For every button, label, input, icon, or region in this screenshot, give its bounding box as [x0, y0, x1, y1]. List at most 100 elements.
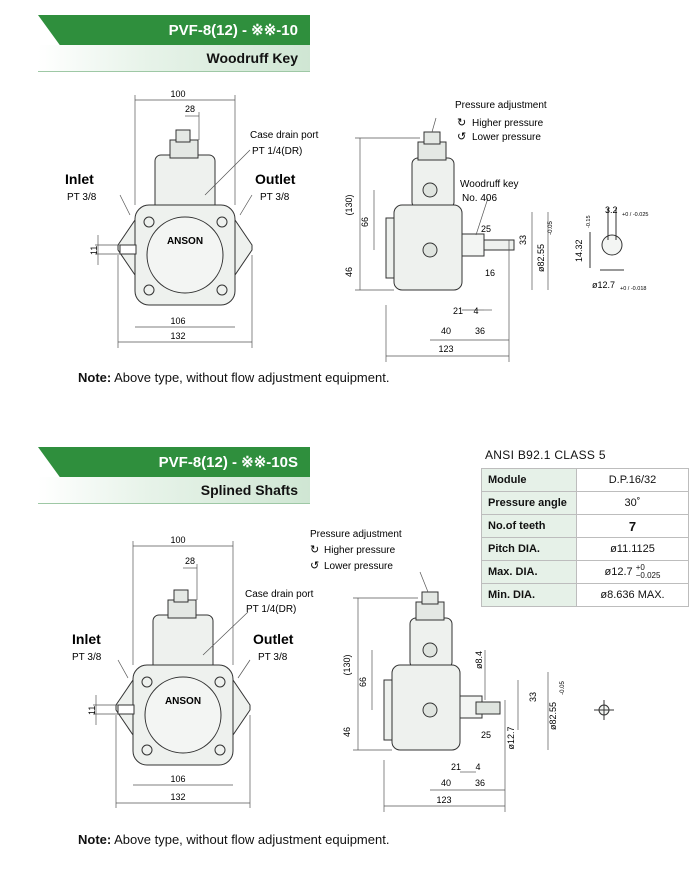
note-label: Note:	[78, 370, 112, 385]
note-text: Above type, without flow adjustment equi…	[114, 370, 390, 385]
dim-132: 132	[170, 331, 185, 341]
dim-33: 33	[518, 235, 528, 245]
spec-value-tol: ø12.7 +0 −0.025	[576, 560, 689, 584]
dim-4: 4	[473, 306, 478, 316]
higher-pressure-icon-2: ↻	[310, 544, 319, 556]
spec-row: Min. DIA. ø8.636 MAX.	[481, 583, 689, 607]
dim-100: 100	[170, 89, 185, 99]
dim-82: ø82.55	[536, 244, 546, 272]
brand-label: ANSON	[167, 236, 203, 247]
dim-66-2: 66	[358, 677, 368, 687]
lower-pressure-icon: ↺	[457, 131, 466, 143]
spec-value: ø11.1125	[576, 537, 689, 561]
woodruff-key-label: Woodruff key	[460, 179, 519, 190]
section1-drawing: ANSON 100 28 106 132 11 Inlet PT 3/8 Out…	[65, 89, 648, 362]
spec-row: Module D.P.16/32	[481, 468, 689, 492]
dim-12-7-2: ø12.7	[506, 726, 516, 749]
section1-note: Note: Above type, without flow adjustmen…	[78, 370, 389, 385]
inlet-label: Inlet	[65, 171, 94, 187]
dim-100-2: 100	[170, 535, 185, 545]
section1-model-title: PVF-8(12) - ※※-10	[38, 15, 310, 45]
spec-row: No.of teeth 7	[481, 514, 689, 538]
dim-82-tol: -0.05	[548, 221, 554, 235]
spec-key: Pitch DIA.	[481, 537, 577, 561]
spec-value: 30˚	[576, 491, 689, 515]
section2-banner: PVF-8(12) - ※※-10S Splined Shafts	[38, 447, 310, 504]
higher-pressure-label-2: Higher pressure	[324, 545, 396, 556]
section2-subtitle: Splined Shafts	[38, 477, 310, 504]
section2-drawing: ANSON 100 28 106 132 11 Inlet PT 3/8 Out…	[72, 529, 614, 812]
dim-12-7-tol: +0 / -0.018	[620, 286, 646, 292]
dim-40-2: 40	[441, 778, 451, 788]
spec-tol-lower: −0.025	[635, 571, 661, 580]
outlet-label: Outlet	[255, 171, 296, 187]
dim-40: 40	[441, 326, 451, 336]
lower-pressure-icon-2: ↺	[310, 560, 319, 572]
spec-key: Module	[481, 468, 577, 492]
dim-106: 106	[170, 316, 185, 326]
spec-key: Max. DIA.	[481, 560, 577, 584]
dim-82-2: ø82.55	[548, 702, 558, 730]
lower-pressure-label-2: Lower pressure	[324, 561, 393, 572]
dim-130: (130)	[344, 194, 354, 215]
dim-4-2: 4	[475, 762, 480, 772]
woodruff-no-label: No. 406	[462, 193, 497, 204]
spline-spec-table: ANSI B92.1 CLASS 5 Module D.P.16/32 Pres…	[481, 448, 689, 607]
case-drain-label-2: Case drain port	[245, 589, 314, 600]
spec-title: ANSI B92.1 CLASS 5	[485, 448, 606, 462]
side-view-pump-1	[385, 131, 515, 291]
section2-model-title: PVF-8(12) - ※※-10S	[38, 447, 310, 477]
dim-123: 123	[438, 344, 453, 354]
section1-banner: PVF-8(12) - ※※-10 Woodruff Key	[38, 15, 310, 72]
inlet-label-2: Inlet	[72, 631, 101, 647]
spec-row: Max. DIA. ø12.7 +0 −0.025	[481, 560, 689, 584]
dim-14-32-tol: -0.15	[586, 215, 592, 228]
note-label-2: Note:	[78, 832, 112, 847]
dim-132-2: 132	[170, 792, 185, 802]
spec-tol-upper: +0	[635, 563, 645, 572]
dim-46: 46	[344, 267, 354, 277]
dim-3-2-tol: +0 / -0.025	[622, 212, 648, 218]
dim-3-2: 3.2	[605, 205, 618, 215]
dim-28-2: 28	[185, 556, 195, 566]
higher-pressure-icon: ↻	[457, 117, 466, 129]
spec-row: Pitch DIA. ø11.1125	[481, 537, 689, 561]
dim-36: 36	[475, 326, 485, 336]
section1-subtitle: Woodruff Key	[38, 45, 310, 72]
spec-value: 7	[576, 514, 689, 538]
spec-value: ø8.636 MAX.	[576, 583, 689, 607]
dim-21-2: 21	[451, 762, 461, 772]
section2-note: Note: Above type, without flow adjustmen…	[78, 832, 389, 847]
outlet-port-2: PT 3/8	[258, 652, 288, 663]
spec-row: Pressure angle 30˚	[481, 491, 689, 515]
spec-key: Pressure angle	[481, 491, 577, 515]
dim-8-4: ø8.4	[474, 651, 484, 669]
side-view-pump-2	[383, 591, 501, 751]
front-view-pump-2	[115, 589, 251, 766]
dim-130-2: (130)	[342, 654, 352, 675]
dim-46-2: 46	[342, 727, 352, 737]
dim-123-2: 123	[436, 795, 451, 805]
key-section-detail	[589, 208, 624, 271]
dim-16: 16	[485, 268, 495, 278]
dim-36-2: 36	[475, 778, 485, 788]
higher-pressure-label: Higher pressure	[472, 118, 544, 129]
case-drain-label: Case drain port	[250, 130, 319, 141]
front-view-pump-1	[117, 129, 253, 306]
dim-11: 11	[89, 246, 99, 255]
spec-key: Min. DIA.	[481, 583, 577, 607]
dim-33-2: 33	[528, 692, 538, 702]
dim-25-2: 25	[481, 730, 491, 740]
spec-value: ø12.7	[604, 565, 633, 578]
inlet-port-2: PT 3/8	[72, 652, 102, 663]
dim-28: 28	[185, 104, 195, 114]
case-drain-port: PT 1/4(DR)	[252, 146, 302, 157]
dim-21: 21	[453, 306, 463, 316]
spline-section-detail	[594, 700, 614, 720]
spec-key: No.of teeth	[481, 514, 577, 538]
lower-pressure-label: Lower pressure	[472, 132, 541, 143]
inlet-port: PT 3/8	[67, 192, 97, 203]
dim-106-2: 106	[170, 774, 185, 784]
dim-82-tol-2: -0.05	[560, 681, 566, 695]
dim-25: 25	[481, 224, 491, 234]
